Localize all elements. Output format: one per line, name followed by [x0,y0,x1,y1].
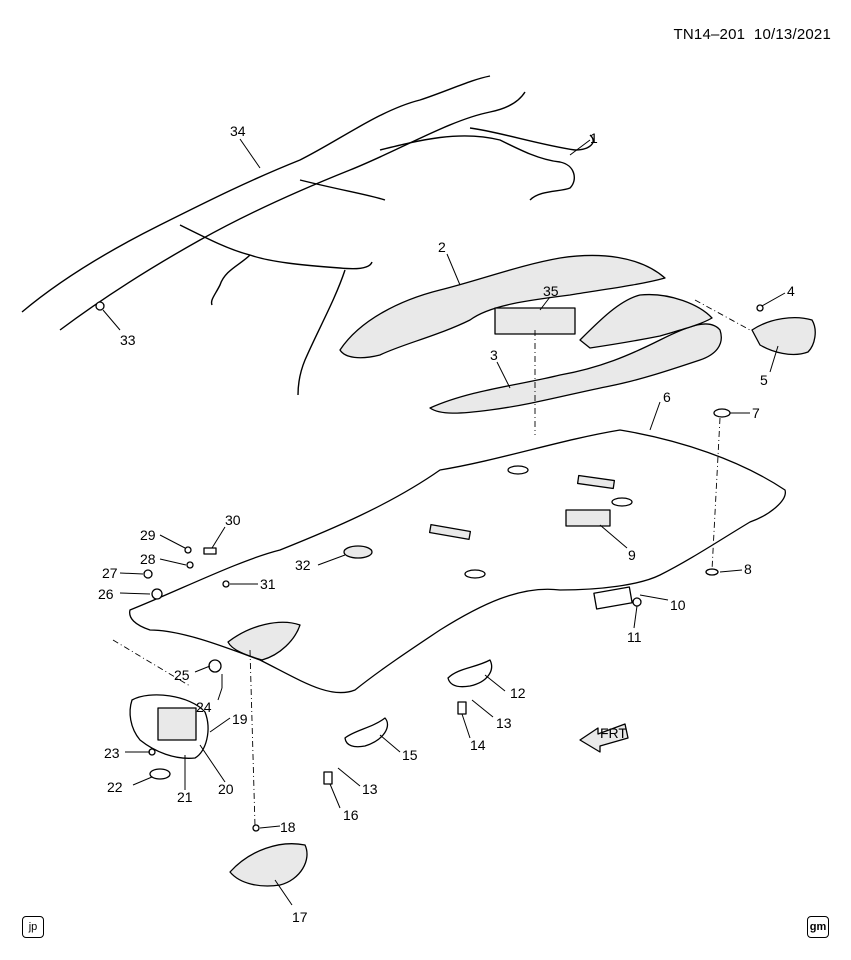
callout-32: 32 [295,557,311,573]
callout-3: 3 [490,347,498,363]
diagram-date: 10/13/2021 [753,26,831,43]
connector-33 [95,301,105,311]
clip-30 [203,547,217,555]
hole-b [611,497,633,507]
slot-a [428,523,472,541]
callout-14: 14 [470,737,486,753]
hole-a [507,465,529,475]
callout-12: 12 [510,685,526,701]
fastener-18 [252,824,260,832]
callout-5: 5 [760,372,768,388]
callout-13b: 13 [362,781,378,797]
callout-22: 22 [107,779,123,795]
wiring-harness-34 [21,75,491,313]
callout-20: 20 [218,781,234,797]
clip-31 [222,580,230,588]
sound-insulator-3-upper [579,293,713,349]
vanity-mirror-20 [157,707,197,741]
callout-9: 9 [628,547,636,563]
bracket-25 [208,659,222,673]
callout-6: 6 [663,389,671,405]
callout-18: 18 [280,819,296,835]
jp-badge: jp [22,916,44,938]
sound-insulator-3 [429,323,722,414]
diagram-header: TN14–201 10/13/2021 [674,26,831,43]
cover-14 [457,701,467,715]
assist-handle-15 [344,717,389,748]
clip-28 [186,561,194,569]
wiring-harness-34-branch [59,91,526,331]
jp-badge-label: jp [28,921,38,933]
callout-31: 31 [260,576,276,592]
callout-26: 26 [98,586,114,602]
clip-22 [149,768,171,780]
front-direction-marker: FRT [579,723,629,753]
centerline-21 [112,639,191,687]
callout-15: 15 [402,747,418,763]
wiring-harness-1-drop [210,254,251,306]
callout-27: 27 [102,565,118,581]
lamp-9 [565,509,611,527]
wiring-harness-1 [179,224,373,270]
cover-16 [323,771,333,785]
callout-34: 34 [230,123,246,139]
front-direction-label: FRT [600,725,627,741]
gm-logo-badge: gm [807,916,829,938]
retainer-27 [143,569,153,579]
callout-28: 28 [140,551,156,567]
callout-23: 23 [104,745,120,761]
headliner-6 [129,429,786,694]
clip-29 [184,546,192,554]
callout-29: 29 [140,527,156,543]
retainer-26 [151,588,163,600]
callout-10: 10 [670,597,686,613]
assist-handle-12 [447,659,493,688]
diagram-code: TN14–201 [673,26,746,43]
callout-33: 33 [120,332,136,348]
bracket-10 [593,586,633,610]
wiring-harness-1-lower [297,269,346,396]
overhead-console-17 [229,843,308,887]
grommet-32 [343,545,373,559]
callout-24: 24 [196,699,212,715]
slot-b [576,474,616,490]
callout-4: 4 [787,283,795,299]
callout-25: 25 [174,667,190,683]
centerline-17 [249,649,256,827]
gm-badge-label: gm [809,921,827,933]
callout-19: 19 [232,711,248,727]
callout-21: 21 [177,789,193,805]
centerline-5 [694,299,751,331]
overhead-opening [227,621,301,661]
callout-labels: 1 2 3 4 5 6 7 8 9 10 11 12 13 14 15 13 1… [98,123,795,925]
callout-8: 8 [744,561,752,577]
callout-30: 30 [225,512,241,528]
callout-11: 11 [627,629,642,645]
centerline-7 [711,417,721,571]
air-duct-5 [751,317,816,356]
callout-2: 2 [438,239,446,255]
callout-13a: 13 [496,715,512,731]
callout-1: 1 [590,130,598,146]
wiring-harness-1-rear [299,135,576,201]
callout-17: 17 [292,909,308,925]
callout-16: 16 [343,807,359,823]
retainer-8 [705,568,719,576]
leader-lines [102,138,786,906]
callout-7: 7 [752,405,760,421]
nut-11 [632,597,642,607]
callout-35: 35 [543,283,559,299]
sound-insulator-2 [339,254,666,359]
hole-c [464,569,486,579]
wiring-harness-1-top [469,127,594,151]
retainer-7 [713,408,731,418]
fastener-4 [756,304,764,312]
